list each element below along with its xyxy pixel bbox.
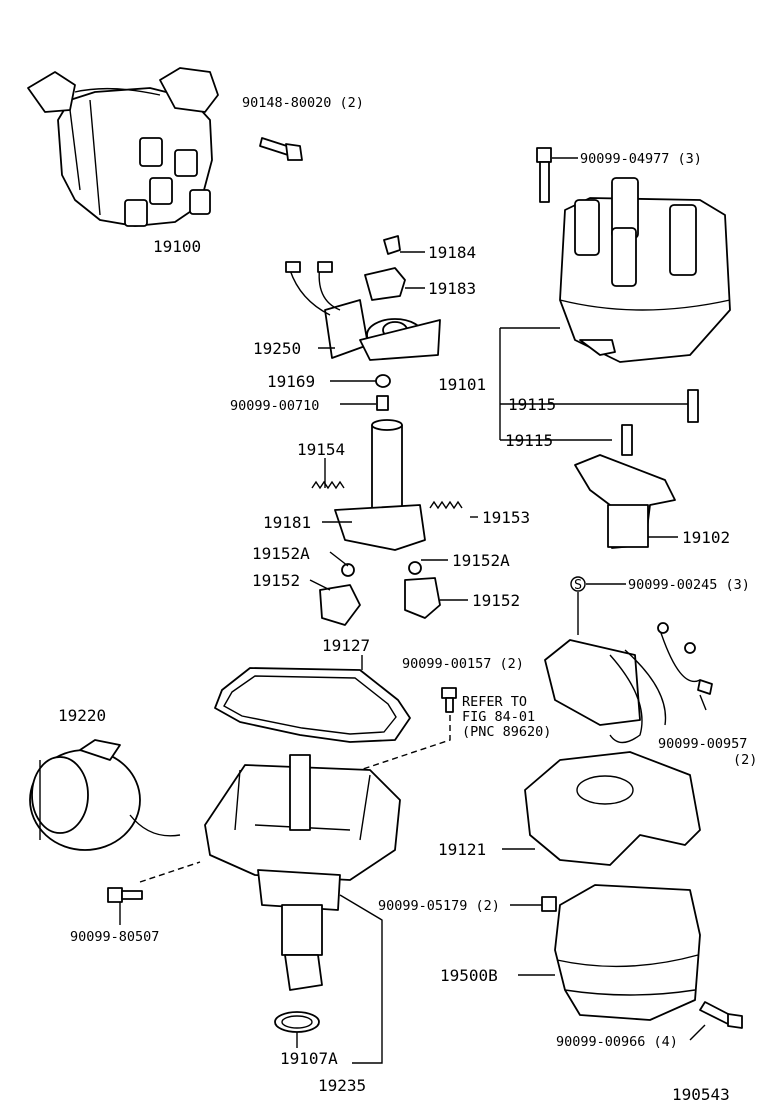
- distributor-cap-drawing: [559, 177, 731, 363]
- label-19181: 19181: [263, 513, 311, 532]
- part-labels: 90148-80020 (2) 19100 90099-04977 (3) 19…: [58, 95, 757, 1104]
- bolt-90099-00966: [699, 1001, 743, 1029]
- screw-90099-05179: [541, 896, 557, 912]
- label-19115-long: 19115: [508, 395, 556, 414]
- label-19127: 19127: [322, 636, 370, 655]
- governor-19181: [334, 419, 426, 551]
- label-19184: 19184: [428, 243, 476, 262]
- label-19152-right: 19152: [472, 591, 520, 610]
- label-90099-04977: 90099-04977 (3): [580, 151, 702, 167]
- part-19184: [383, 235, 401, 255]
- screw-90099-00157: [441, 687, 457, 713]
- label-19250: 19250: [253, 339, 301, 358]
- pickup-19250: [285, 261, 441, 361]
- spring-19154: [311, 480, 345, 490]
- label-19115-short: 19115: [505, 431, 553, 450]
- label-19220: 19220: [58, 706, 106, 725]
- label-refer-line3: (PNC 89620): [462, 724, 551, 740]
- label-90099-00157: 90099-00157 (2): [402, 656, 524, 672]
- label-90099-00710: 90099-00710: [230, 398, 319, 414]
- label-90148-80020: 90148-80020 (2): [242, 95, 364, 111]
- part-19115-long: [687, 389, 699, 423]
- label-90099-00957-qty: (2): [733, 752, 757, 768]
- screw-90099-04977: [536, 147, 552, 203]
- clip-19152A-right: [408, 561, 422, 575]
- label-90099-00245: 90099-00245 (3): [628, 577, 750, 593]
- label-refer-line2: FIG 84-01: [462, 709, 535, 725]
- screw-90099-80507: [107, 887, 143, 903]
- label-19100: 19100: [153, 237, 201, 256]
- weight-19152-left: [319, 584, 361, 626]
- label-90099-00957: 90099-00957: [658, 736, 747, 752]
- label-19153: 19153: [482, 508, 530, 527]
- rotor-19102: [574, 454, 676, 549]
- weight-19152-right: [404, 577, 441, 619]
- label-90099-80507: 90099-80507: [70, 929, 159, 945]
- part-90099-00710: [376, 395, 389, 411]
- spring-19153: [429, 500, 463, 510]
- igniter-assembly-drawing: [544, 576, 713, 744]
- label-19107A: 19107A: [280, 1049, 338, 1068]
- vacuum-advance-19220: [29, 739, 181, 851]
- label-19101: 19101: [438, 375, 486, 394]
- leader-lines: [119, 157, 707, 1064]
- label-90099-05179: 90099-05179 (2): [378, 898, 500, 914]
- label-19235: 19235: [318, 1076, 366, 1095]
- cover-19121: [524, 751, 701, 866]
- label-19154: 19154: [297, 440, 345, 459]
- gasket-19127: [214, 667, 411, 743]
- part-19183: [364, 267, 406, 301]
- label-19152A-right: 19152A: [452, 551, 510, 570]
- diagram-number: 190543: [672, 1085, 730, 1104]
- label-refer-line1: REFER TO: [462, 694, 527, 710]
- label-19152A-left: 19152A: [252, 544, 310, 563]
- housing-19235: [204, 754, 401, 991]
- label-19102: 19102: [682, 528, 730, 547]
- bolt-90148: [259, 137, 303, 161]
- label-19183: 19183: [428, 279, 476, 298]
- label-90099-00966: 90099-00966 (4): [556, 1034, 678, 1050]
- housing-19500B: [554, 884, 701, 1021]
- part-19115-short: [621, 424, 633, 456]
- label-19169: 19169: [267, 372, 315, 391]
- label-19152-left: 19152: [252, 571, 300, 590]
- part-19169: [375, 374, 391, 388]
- label-19500B: 19500B: [440, 966, 498, 985]
- label-19121: 19121: [438, 840, 486, 859]
- distributor-assembly-drawing: [27, 67, 219, 227]
- label-s-mark: S: [574, 577, 582, 593]
- clip-19152A-left: [341, 563, 355, 577]
